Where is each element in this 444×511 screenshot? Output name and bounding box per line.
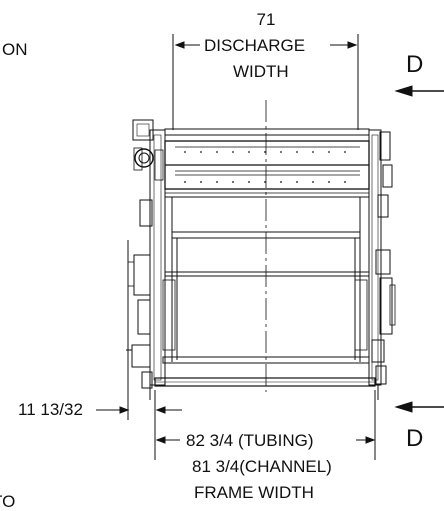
bottom-partial-label: TO [0, 492, 16, 511]
roller-pin [344, 151, 346, 153]
frame-width-label: FRAME WIDTH [194, 483, 314, 502]
section-arrow-bottom [394, 401, 444, 413]
discharge-dimension [172, 34, 359, 130]
side-offset-label: 11 13/32 [18, 400, 83, 419]
roller-pin [280, 181, 282, 183]
roller-pin [184, 181, 186, 183]
roller-pin [232, 181, 234, 183]
roller-pin [328, 181, 330, 183]
roller-pin [248, 151, 250, 153]
frame-channel-label: 81 3/4(CHANNEL) [192, 457, 332, 476]
side-offset-dimension [96, 240, 182, 460]
partial-label: ON [2, 40, 28, 59]
roller-pin [184, 151, 186, 153]
section-arrow-top [394, 85, 444, 97]
upper-roller-module [164, 128, 370, 198]
roller-pin [296, 181, 298, 183]
left-side-frame [126, 119, 166, 400]
roller-pin [200, 151, 202, 153]
roller-pin [200, 181, 202, 183]
discharge-label: DISCHARGE [204, 36, 306, 55]
roller-pin [328, 151, 330, 153]
roller-pin [312, 151, 314, 153]
roller-pin [216, 151, 218, 153]
roller-pin [248, 181, 250, 183]
bottom-frame [154, 356, 376, 387]
right-side-frame [368, 129, 396, 400]
roller-pin [312, 181, 314, 183]
roller-pin [296, 151, 298, 153]
roller-pin [264, 181, 266, 183]
mid-frame [162, 197, 369, 362]
frame-tubing-label: 82 3/4 (TUBING) [186, 431, 314, 450]
roller-pin [344, 181, 346, 183]
roller-pin [232, 151, 234, 153]
discharge-label-line2: WIDTH [233, 62, 289, 81]
roller-pin [216, 181, 218, 183]
discharge-value: 71 [256, 10, 276, 29]
roller-pin [280, 151, 282, 153]
frame-width-dimension [155, 390, 376, 460]
roller-pin [264, 151, 266, 153]
roller-pins [184, 151, 346, 183]
section-marker-top: D [406, 51, 424, 78]
section-marker-bottom: D [406, 425, 424, 452]
